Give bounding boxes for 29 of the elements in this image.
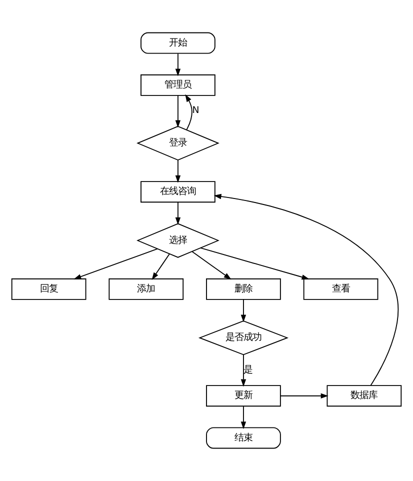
arrow [214, 194, 399, 386]
arrow [200, 247, 310, 280]
edge-label: 是 [244, 364, 253, 376]
node-box: 回复 [11, 278, 86, 300]
node-box: 数据库 [326, 385, 402, 407]
arrow [74, 248, 158, 280]
arrow [152, 254, 170, 280]
node-diamond: 登录 [136, 126, 220, 161]
node-box: 在线咨询 [140, 181, 216, 203]
edge-label: N [192, 105, 200, 116]
node-box: 添加 [108, 278, 184, 300]
arrow [192, 251, 232, 280]
node-box: 更新 [206, 385, 281, 407]
node-diamond: 是否成功 [198, 320, 288, 356]
node-diamond: 选择 [136, 223, 220, 258]
node-box: 结束 [206, 427, 281, 449]
node-box: 查看 [303, 278, 378, 300]
arrow [175, 202, 181, 225]
arrow [175, 95, 181, 128]
arrow [240, 354, 246, 387]
node-box: 管理员 [140, 74, 216, 96]
node-box: 开始 [140, 32, 216, 54]
arrow [175, 53, 181, 76]
node-box: 删除 [206, 278, 281, 300]
arrow [240, 406, 246, 430]
arrow [185, 94, 192, 130]
arrow [240, 299, 246, 322]
arrow [280, 393, 328, 398]
arrow [175, 160, 181, 183]
